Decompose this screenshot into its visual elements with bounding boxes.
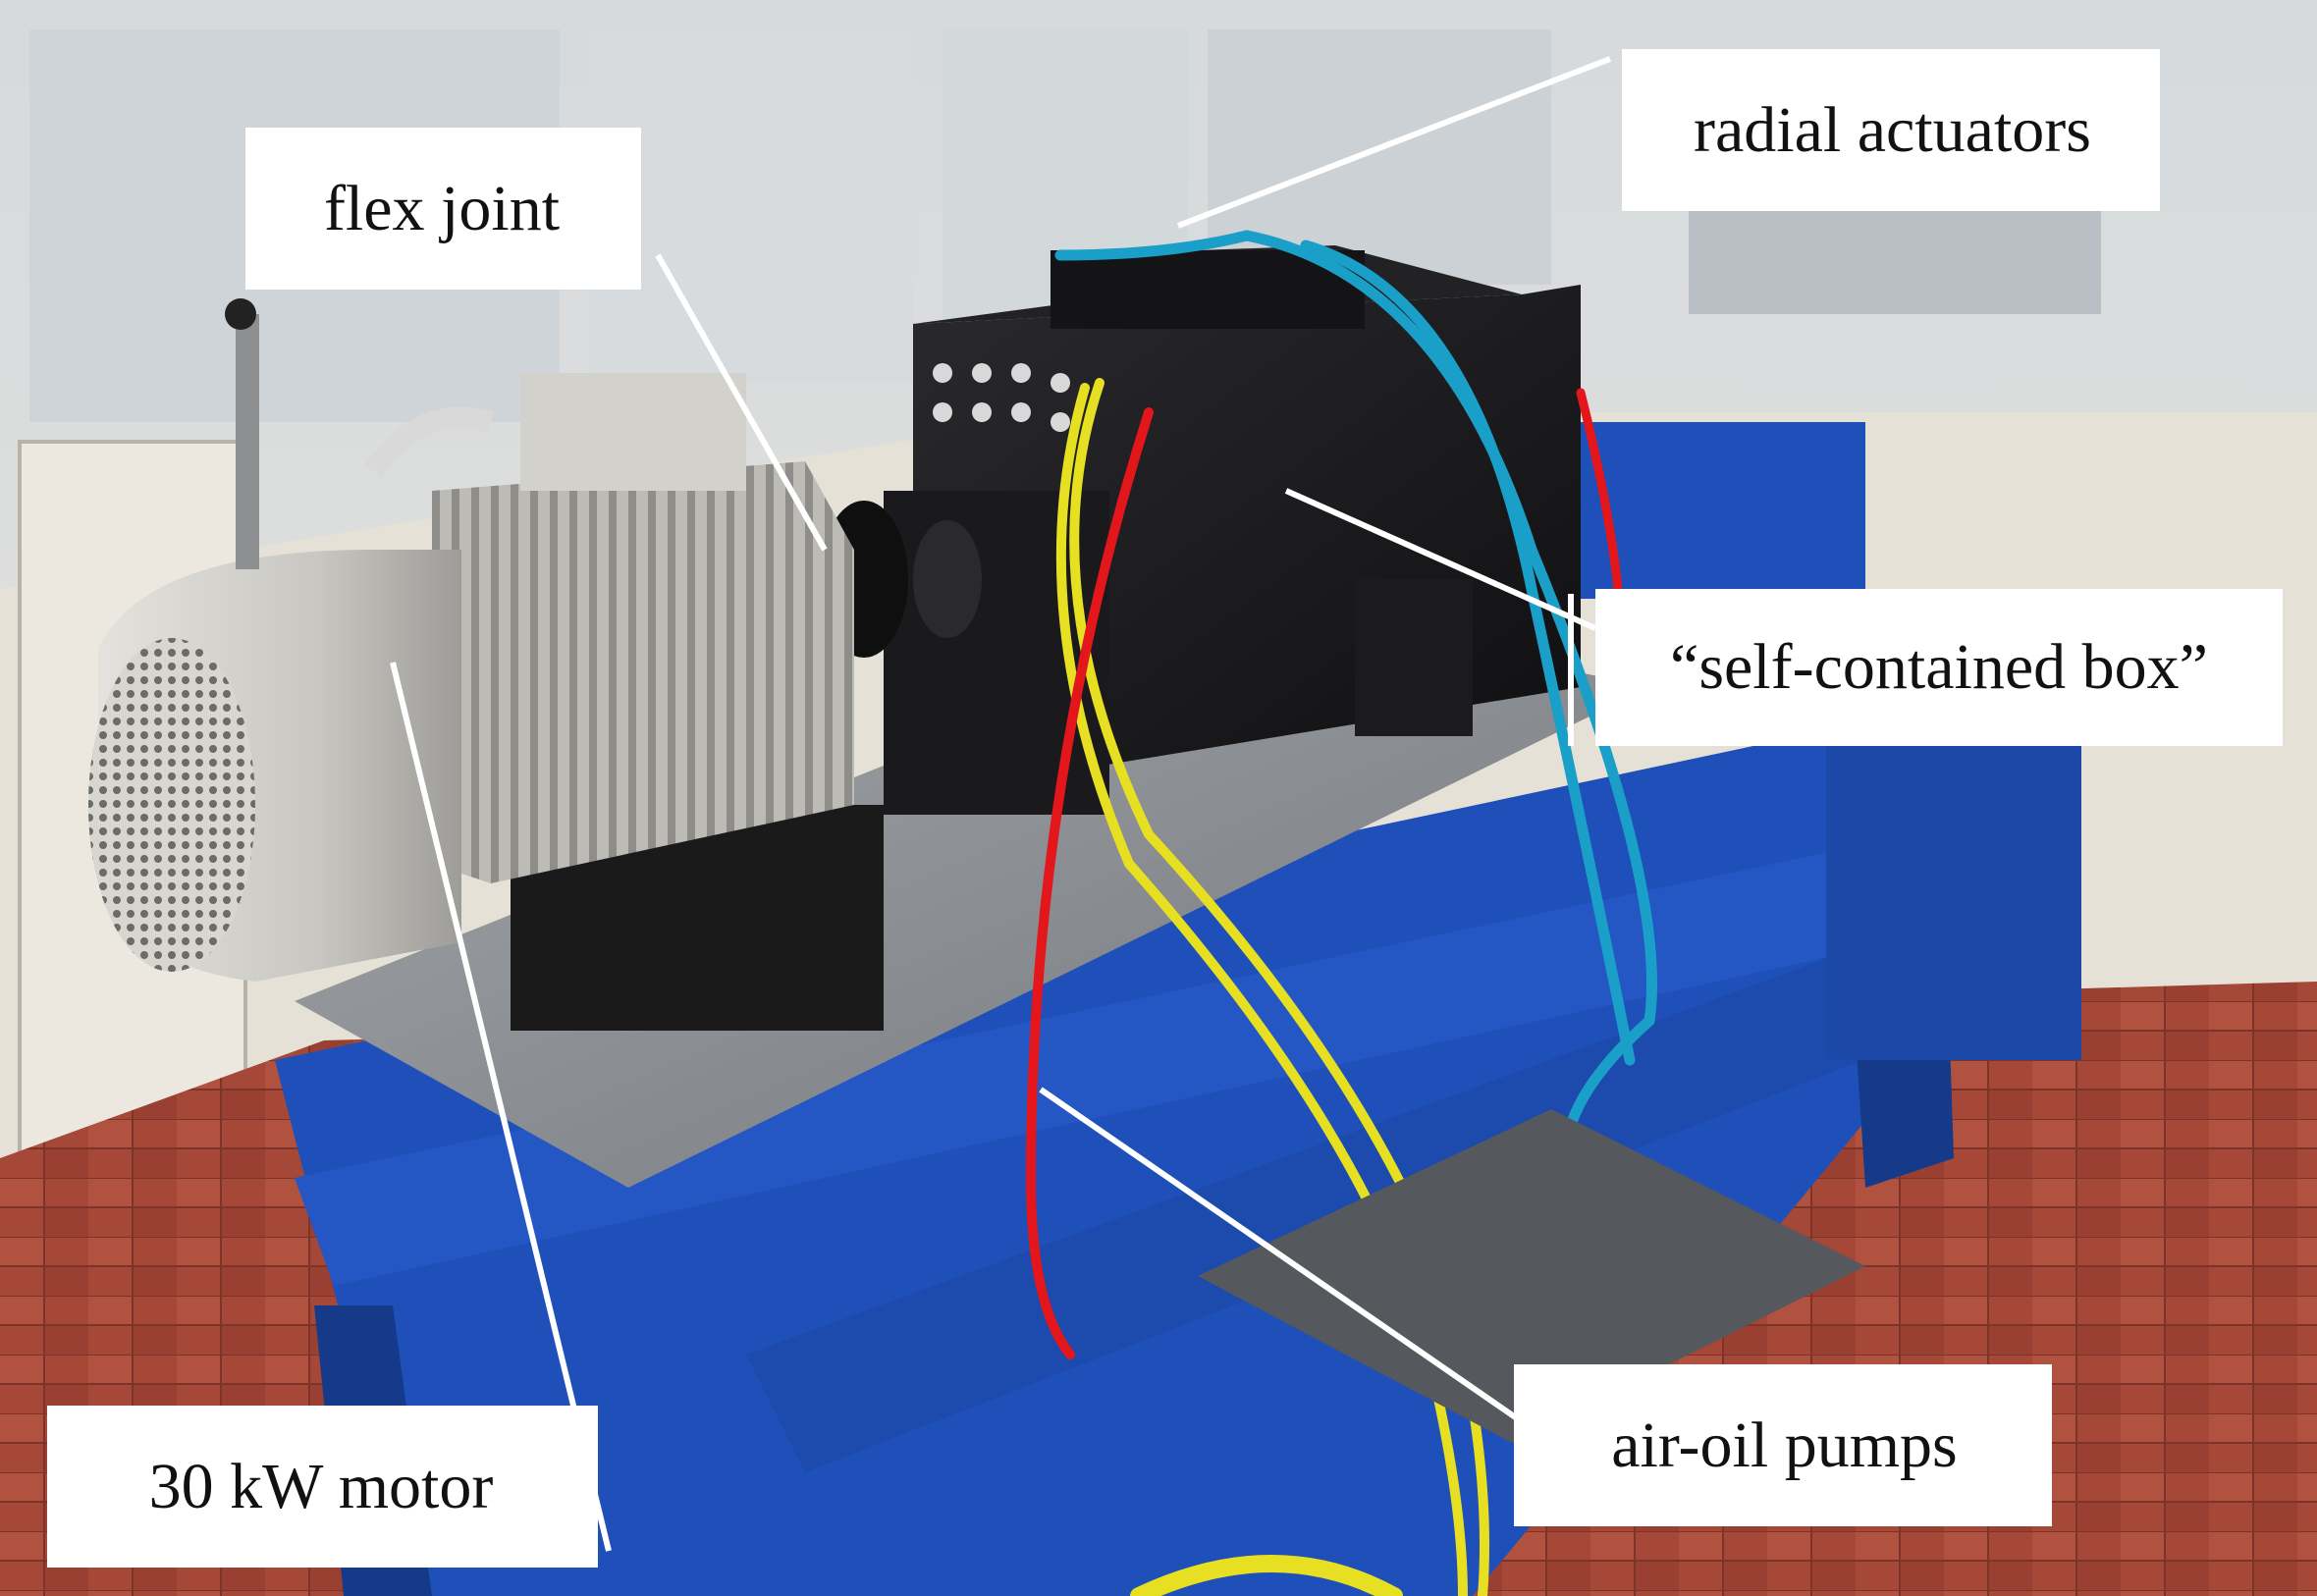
leader-lines — [390, 49, 1628, 1568]
label-air-oil-pumps: air-oil pumps — [1517, 1364, 2052, 1526]
floor-mat — [1198, 1109, 1865, 1443]
label-motor: 30 kW motor — [47, 1406, 595, 1568]
hoses — [1025, 230, 1675, 1596]
label-radial-actuators: radial actuators — [1625, 49, 2160, 211]
motor — [88, 298, 884, 1031]
base-plate — [295, 609, 1649, 1188]
label-self-contained-box: “self-contained box” — [1595, 589, 2283, 746]
label-flex-joint: flex joint — [245, 128, 638, 290]
